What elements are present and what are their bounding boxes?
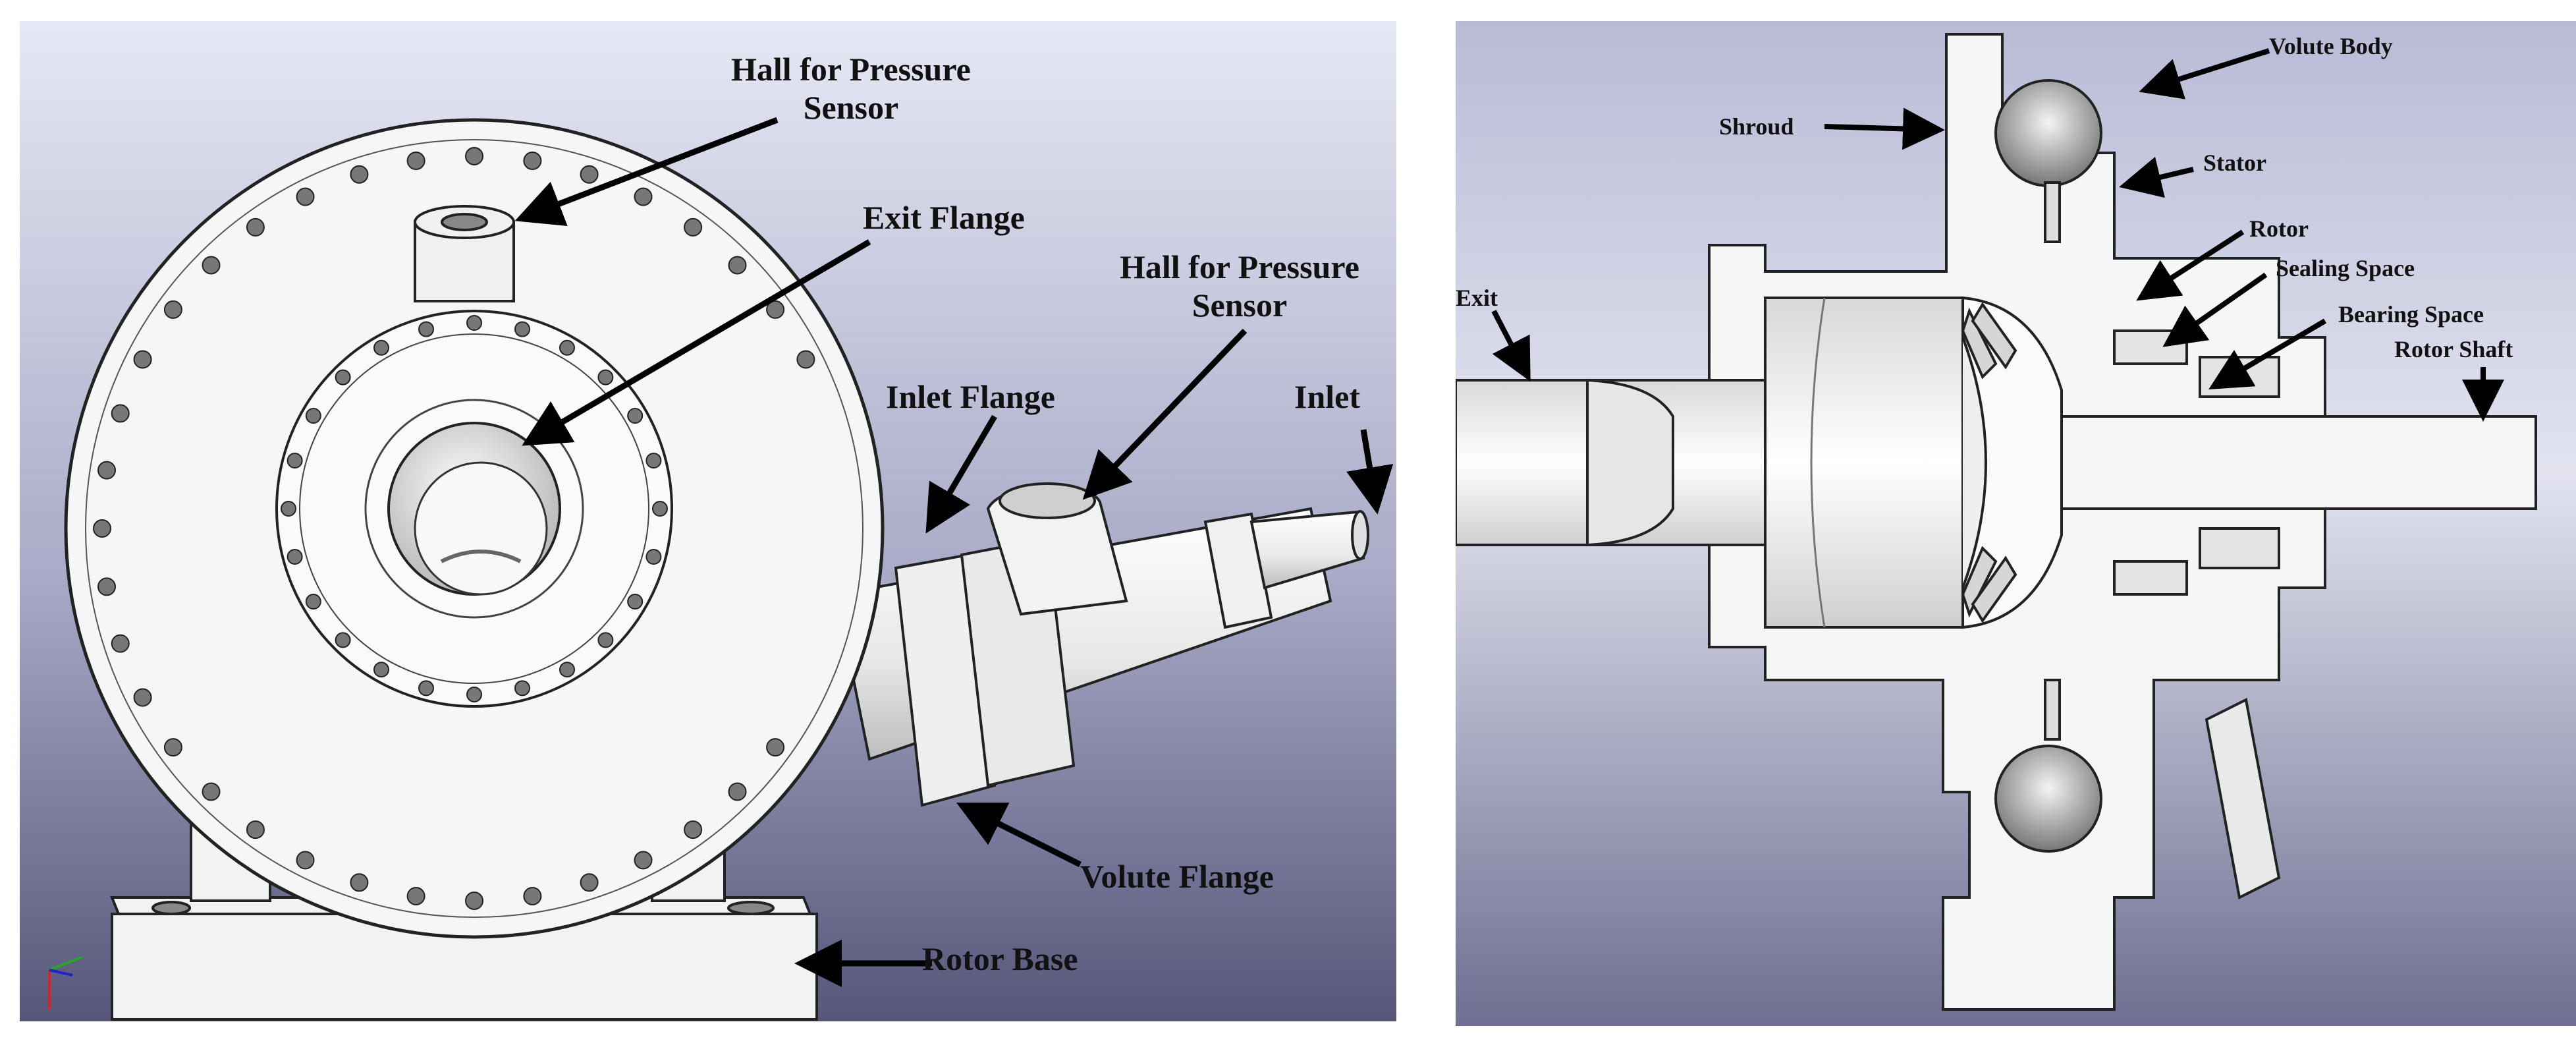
label-exit: Exit (1456, 285, 1498, 311)
bolt-hole (287, 549, 303, 565)
label-bearing-space: Bearing Space (2338, 301, 2484, 327)
bolt-hole (305, 408, 321, 424)
label-exit-flange: Exit Flange (863, 199, 1025, 236)
bolt-hole (296, 851, 315, 870)
bolt-hole (514, 321, 530, 337)
bolt-hole (634, 851, 653, 870)
bolt-hole (350, 165, 369, 184)
bolt-hole (465, 147, 483, 165)
bolt-hole (580, 873, 599, 892)
bolt-hole (305, 594, 321, 610)
bolt-hole (580, 165, 599, 184)
bolt-hole (645, 549, 662, 565)
bolt-hole (652, 501, 668, 517)
section-view-drawing (1456, 21, 2576, 1026)
bolt-hole (406, 152, 425, 170)
bolt-hole (466, 687, 482, 702)
inlet-pipe (835, 482, 1369, 807)
bolt-hole (466, 315, 482, 331)
bolt-hole (465, 892, 483, 910)
label-stator: Stator (2203, 150, 2266, 176)
label-shroud: Shroud (1719, 113, 1794, 140)
bolt-hole (406, 887, 425, 905)
bolt-hole (350, 873, 369, 892)
bolt-hole (335, 369, 351, 385)
bolt-hole (246, 820, 265, 839)
bolt-hole (796, 350, 815, 369)
leader-arrows (514, 117, 1394, 987)
section-view-panel: Volute Body Shroud Stator Rotor Sealing … (1456, 21, 2576, 1026)
exterior-view-drawing (20, 21, 1396, 1021)
bolt-hole (163, 738, 182, 757)
bolt-hole (202, 782, 221, 801)
label-hall-right: Hall for Pressure Sensor (1120, 248, 1359, 324)
label-inlet-flange: Inlet Flange (886, 378, 1055, 415)
bolt-hole (684, 820, 703, 839)
bolt-hole (597, 369, 614, 385)
bolt-hole (202, 256, 221, 275)
bolt-hole (246, 217, 265, 237)
bolt-hole (133, 688, 152, 707)
bolt-hole (627, 408, 644, 424)
bolt-hole (97, 577, 116, 596)
bolt-hole (373, 339, 389, 356)
leader-arrows (1491, 48, 2504, 422)
bolt-hole (728, 256, 747, 275)
label-rotor: Rotor (2249, 215, 2309, 242)
bolt-hole (627, 594, 644, 610)
label-hall-top: Hall for Pressure Sensor (731, 51, 971, 126)
bolt-hole (766, 738, 785, 757)
bolt-hole (523, 152, 542, 170)
bolt-hole (133, 350, 152, 369)
bolt-hole (296, 187, 315, 206)
bolt-hole (163, 300, 182, 319)
bolt-hole (418, 680, 434, 696)
bolt-hole (335, 632, 351, 648)
bolt-hole (728, 782, 747, 801)
bolt-hole (684, 217, 703, 237)
bolt-hole (514, 680, 530, 696)
bolt-hole (523, 887, 542, 905)
label-volute-body: Volute Body (2269, 33, 2393, 59)
label-rotor-shaft: Rotor Shaft (2394, 336, 2513, 362)
label-volute-flange: Volute Flange (1080, 858, 1274, 895)
label-rotor-base: Rotor Base (922, 940, 1078, 977)
label-inlet: Inlet (1294, 378, 1360, 415)
bolt-hole (645, 453, 662, 469)
top-sensor-boss (414, 205, 515, 302)
bolt-hole (97, 461, 116, 480)
bolt-hole (287, 453, 303, 469)
bolt-hole (597, 632, 614, 648)
bolt-hole (559, 662, 575, 678)
bolt-hole (634, 187, 653, 206)
bolt-hole (93, 519, 111, 538)
bolt-hole (281, 501, 296, 517)
bolt-hole (418, 321, 434, 337)
bolt-hole (373, 662, 389, 678)
exterior-view-panel: Hall for Pressure Sensor Exit Flange Hal… (20, 21, 1396, 1021)
label-sealing-space: Sealing Space (2276, 255, 2415, 281)
bolt-hole (559, 339, 575, 356)
axis-triad-icon (48, 955, 83, 1009)
bolt-hole (111, 634, 130, 653)
bolt-hole (766, 300, 785, 319)
bolt-hole (111, 404, 130, 423)
